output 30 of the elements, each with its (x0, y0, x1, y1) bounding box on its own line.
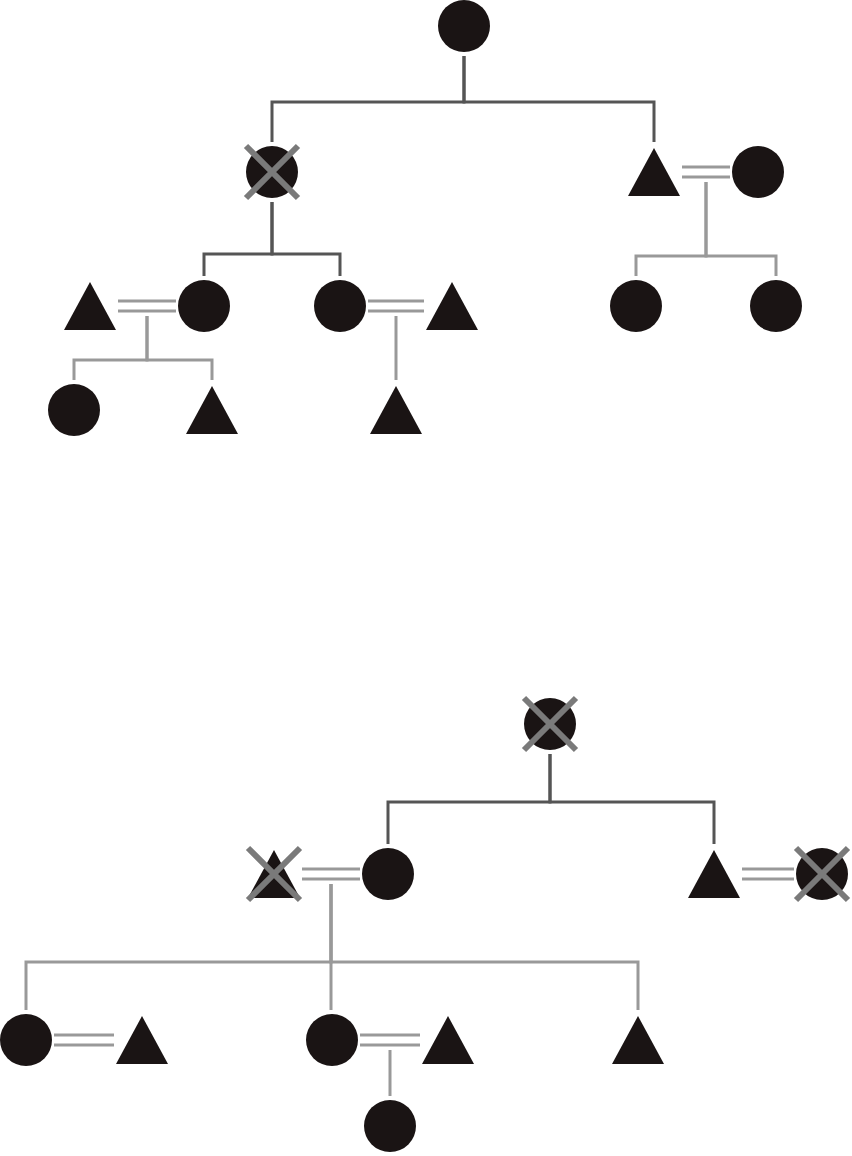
double-line (358, 1033, 422, 1047)
circle-symbol (746, 276, 806, 336)
crossed-circle-symbol (520, 694, 580, 754)
connector-line (270, 202, 342, 276)
circle-symbol (728, 142, 788, 202)
circle-symbol (606, 276, 666, 336)
double-line (300, 867, 362, 881)
double-line (366, 299, 426, 313)
connector-line (704, 182, 778, 276)
circle-symbol (360, 1096, 420, 1156)
crossed-triangle-symbol (244, 844, 304, 904)
circle-symbol (358, 844, 418, 904)
connector-line (388, 1050, 392, 1096)
double-line (680, 165, 732, 179)
crossed-circle-symbol (242, 142, 302, 202)
connector-line (394, 316, 398, 380)
circle-symbol (0, 1010, 56, 1070)
circle-symbol (174, 276, 234, 336)
connector-line (329, 884, 640, 1010)
double-line (116, 299, 178, 313)
connector-line (145, 316, 214, 380)
circle-symbol (302, 1010, 362, 1070)
connector-line (462, 56, 656, 142)
circle-symbol (434, 0, 494, 56)
double-line (740, 867, 796, 881)
circle-symbol (44, 380, 104, 440)
double-line (52, 1033, 116, 1047)
crossed-circle-symbol (792, 844, 852, 904)
circle-symbol (310, 276, 370, 336)
connector-line (548, 754, 716, 844)
